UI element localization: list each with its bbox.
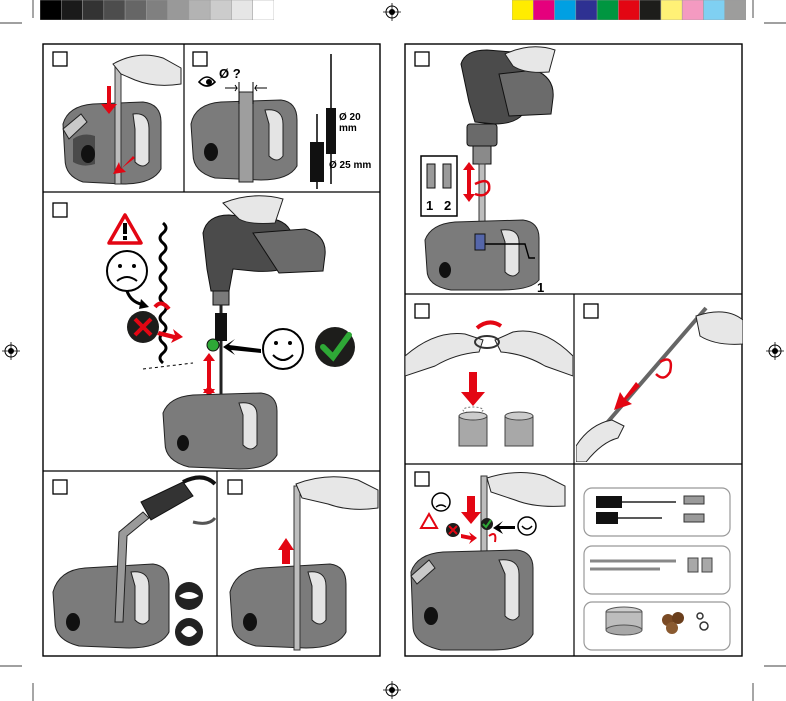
step-number-box (53, 480, 67, 494)
sad-face-icon (107, 251, 147, 291)
gray-swatch (189, 0, 210, 20)
gray-swatch (210, 0, 231, 20)
step-number-box (415, 304, 429, 318)
happy-face-icon (263, 329, 303, 369)
step-number-box (193, 52, 207, 66)
step-number-box (415, 52, 429, 66)
gray-swatch (168, 0, 189, 20)
step-3-illustration (43, 193, 381, 470)
registration-mark-icon (383, 681, 401, 699)
gray-swatch (253, 0, 274, 20)
step-8-illustration (576, 296, 743, 462)
step-7-illustration (405, 296, 573, 462)
callout-1-label: 1 (537, 280, 544, 295)
process-swatch (640, 0, 661, 20)
step-number-box (53, 203, 67, 217)
process-swatch (661, 0, 682, 20)
registration-mark-icon (383, 3, 401, 21)
process-swatch (725, 0, 746, 20)
step-5-illustration (218, 472, 381, 656)
process-swatch (533, 0, 554, 20)
process-swatch (555, 0, 576, 20)
grayscale-color-bar (40, 0, 274, 20)
gray-swatch (83, 0, 104, 20)
safety-goggles-icon (175, 582, 203, 610)
process-swatch (618, 0, 639, 20)
registration-mark-icon (2, 342, 20, 360)
process-color-bar (512, 0, 746, 20)
step-9-illustration (405, 466, 573, 656)
bit-1-label: 1 (426, 198, 433, 213)
process-swatch (682, 0, 703, 20)
gray-swatch (125, 0, 146, 20)
gray-swatch (40, 0, 61, 20)
step-1-illustration (43, 44, 183, 191)
gray-swatch (61, 0, 82, 20)
diameter-25mm-label: Ø 25 mm (329, 160, 371, 171)
diameter-20mm-label: Ø 20 mm (339, 112, 381, 134)
kit-contents-illustration (576, 466, 743, 656)
warning-triangle-icon (109, 215, 141, 243)
eye-icon (199, 77, 215, 86)
cross-icon (127, 311, 159, 343)
step-4-illustration (43, 472, 216, 656)
step-number-box (53, 52, 67, 66)
gray-swatch (231, 0, 252, 20)
step-number-box (584, 304, 598, 318)
bit-2-label: 2 (444, 198, 451, 213)
step-number-box (415, 472, 429, 486)
process-swatch (703, 0, 724, 20)
gray-swatch (146, 0, 167, 20)
step-6-illustration: 1 2 1 (405, 44, 743, 292)
dust-mask-icon (175, 618, 203, 646)
gray-swatch (104, 0, 125, 20)
brush-25mm (310, 114, 324, 189)
step-2-illustration: Ø ? Ø 20 mm Ø 25 mm (185, 44, 381, 191)
process-swatch (512, 0, 533, 20)
registration-mark-icon (766, 342, 784, 360)
diameter-question-label: Ø ? (219, 66, 241, 81)
step-number-box (228, 480, 242, 494)
process-swatch (576, 0, 597, 20)
process-swatch (597, 0, 618, 20)
check-icon (315, 327, 355, 367)
